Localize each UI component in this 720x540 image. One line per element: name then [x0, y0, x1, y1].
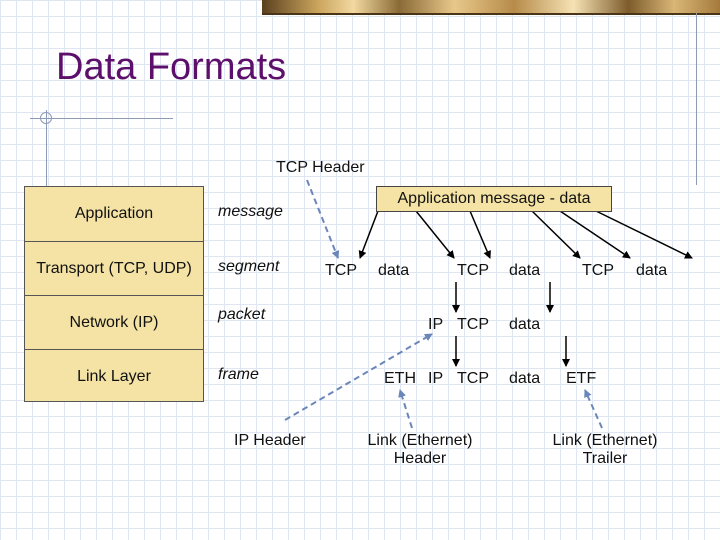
slide-title: Data Formats [56, 46, 287, 88]
link-header-pointer [398, 389, 413, 429]
layer-network: Network (IP) [25, 295, 203, 349]
segment-tcp: TCP [325, 262, 357, 279]
packet-ip: IP [428, 316, 444, 333]
segment-data: data [378, 262, 410, 279]
decorative-line [46, 110, 47, 188]
layer-transport: Transport (TCP, UDP) [25, 241, 203, 295]
layer-application: Application [74, 205, 154, 222]
link-header-label: Link (Ethernet) Header [350, 432, 490, 468]
segment-tcp: TCP [582, 262, 614, 279]
frame-data: data [509, 370, 541, 387]
decorative-circle [40, 112, 52, 124]
decorative-line [696, 13, 697, 185]
link-trailer-line2: Trailer [582, 450, 628, 467]
link-trailer-label: Link (Ethernet) Trailer [535, 432, 675, 468]
application-message-label: Application message - data [397, 190, 591, 207]
layer-link: Link Layer [25, 349, 203, 403]
frame-eth: ETH [384, 370, 416, 387]
segment-data: data [636, 262, 668, 279]
packet-data: data [509, 316, 541, 333]
unit-frame: frame [218, 366, 259, 383]
unit-segment: segment [218, 258, 280, 275]
decorative-line [30, 118, 173, 119]
link-header-line2: Header [393, 450, 447, 467]
packet-tcp: TCP [457, 316, 489, 333]
unit-message: message [218, 203, 283, 220]
link-trailer-pointer [584, 389, 603, 429]
link-header-line1: Link (Ethernet) [367, 432, 473, 449]
link-trailer-line1: Link (Ethernet) [552, 432, 658, 449]
segment-data: data [509, 262, 541, 279]
frame-etf: ETF [566, 370, 597, 387]
application-message-box: Application message - data [376, 186, 612, 212]
tcp-header-pointer [306, 179, 340, 259]
tcp-header-label: TCP Header [276, 159, 365, 176]
unit-packet: packet [218, 306, 266, 323]
frame-tcp: TCP [457, 370, 489, 387]
ip-header-label: IP Header [234, 432, 306, 449]
frame-ip: IP [428, 370, 444, 387]
protocol-stack: Application Transport (TCP, UDP) Network… [24, 186, 204, 402]
segment-tcp: TCP [457, 262, 489, 279]
decorative-banner [262, 0, 720, 15]
